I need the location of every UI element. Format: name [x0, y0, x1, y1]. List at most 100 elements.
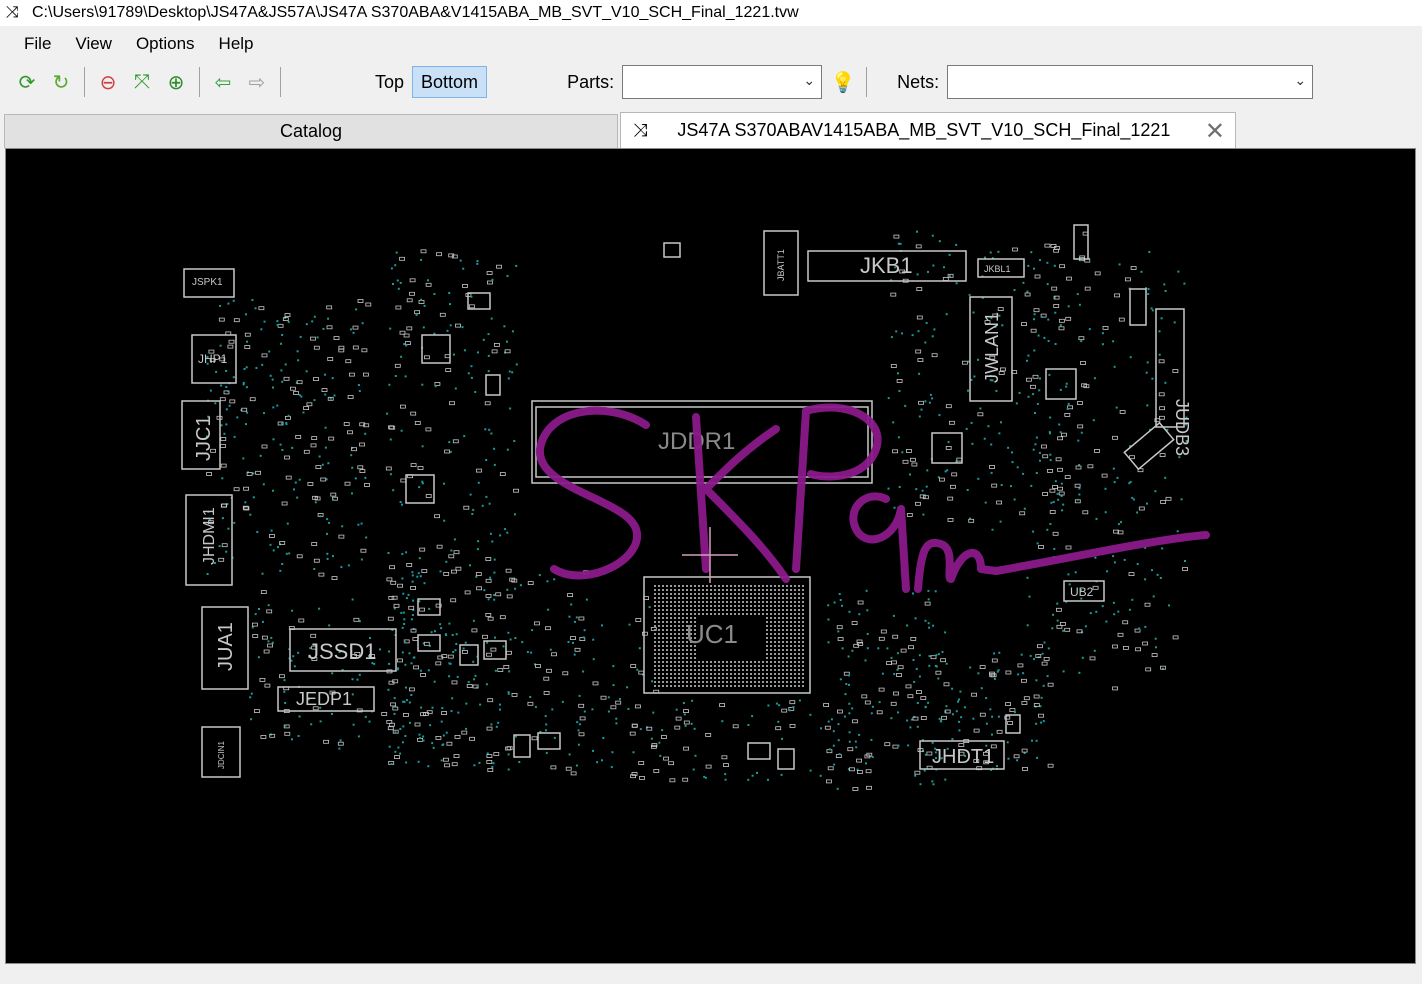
menu-file[interactable]: File: [24, 34, 52, 53]
pad: [1138, 627, 1141, 630]
pad: [416, 575, 419, 578]
pad: [421, 445, 424, 448]
comp-outline-small-i: [777, 748, 795, 770]
parts-combo[interactable]: ⌄: [622, 65, 823, 99]
comp-outline-UB2[interactable]: [1063, 580, 1105, 602]
bga-ball: [734, 613, 736, 615]
pad: [1032, 448, 1035, 451]
pad: [985, 697, 988, 700]
bga-ball: [702, 673, 704, 675]
bga-ball: [654, 669, 656, 671]
zoom-in-icon[interactable]: ⊕: [167, 71, 185, 94]
pad: [499, 472, 506, 477]
toolbar-separator: [280, 67, 281, 97]
comp-outline-JJC1[interactable]: [181, 400, 221, 470]
pad: [338, 747, 341, 750]
comp-outline-JEDP1[interactable]: [277, 686, 375, 712]
layer-bottom-button[interactable]: Bottom: [412, 66, 488, 98]
nets-combo[interactable]: ⌄: [947, 65, 1314, 99]
pad: [1041, 661, 1048, 666]
pad: [445, 634, 448, 636]
pad: [906, 448, 912, 453]
bga-ball: [678, 629, 680, 631]
pad: [1131, 496, 1134, 499]
pad: [839, 678, 842, 681]
pad: [486, 760, 493, 764]
pad: [839, 599, 842, 601]
lightbulb-icon[interactable]: 💡: [830, 71, 856, 94]
bga-ball: [726, 601, 728, 603]
menu-options[interactable]: Options: [135, 34, 195, 53]
layer-top-button[interactable]: Top: [375, 71, 405, 92]
pad: [324, 373, 326, 376]
pad: [574, 647, 581, 652]
tab-document[interactable]: ⤨ JS47A S370ABAV1415ABA_MB_SVT_V10_SCH_F…: [620, 112, 1236, 148]
pad: [391, 629, 394, 631]
bga-ball: [674, 621, 676, 623]
pad: [945, 662, 948, 665]
comp-outline-JUA1[interactable]: [201, 606, 249, 690]
comp-outline-JKB1[interactable]: [807, 250, 967, 282]
comp-outline-JDCIN1[interactable]: [201, 726, 241, 778]
pad: [450, 549, 453, 552]
tab-catalog[interactable]: Catalog: [4, 114, 618, 148]
pad: [916, 287, 923, 292]
pad: [507, 377, 510, 380]
bga-ball: [758, 601, 760, 603]
reload-green-icon[interactable]: ⟳: [18, 71, 36, 94]
bga-ball: [678, 585, 680, 587]
pad: [993, 652, 996, 655]
bga-ball: [666, 661, 668, 663]
pad: [463, 505, 470, 510]
menu-view[interactable]: View: [75, 34, 112, 53]
pad: [421, 383, 424, 386]
bga-ball: [702, 613, 704, 615]
pad: [357, 299, 364, 303]
close-icon[interactable]: ✕: [1204, 118, 1225, 145]
comp-outline-JKBL1[interactable]: [977, 258, 1025, 278]
pad: [1136, 563, 1139, 565]
comp-outline-UC1[interactable]: [643, 576, 811, 694]
comp-outline-JBATT1[interactable]: [763, 230, 799, 296]
pad: [403, 618, 406, 621]
pad: [411, 574, 414, 577]
pad: [1178, 456, 1181, 459]
pad: [261, 572, 264, 575]
bga-ball: [802, 677, 804, 679]
comp-outline-JUDB3[interactable]: [1155, 308, 1185, 428]
pad: [856, 768, 859, 771]
pad: [439, 570, 442, 573]
zoom-out-icon[interactable]: ⊖: [99, 71, 117, 94]
refresh-green-icon[interactable]: ↻: [52, 71, 70, 94]
pad: [847, 768, 850, 771]
back-arrow-icon[interactable]: ⇦: [214, 71, 232, 94]
comp-outline-JHDT1[interactable]: [919, 740, 1005, 770]
comp-outline-JHDMI1[interactable]: [185, 494, 233, 586]
menu-help[interactable]: Help: [218, 34, 254, 53]
comp-outline-JSPK1[interactable]: [183, 268, 235, 298]
fit-icon[interactable]: ⤧: [134, 70, 150, 93]
comp-outline-JWLAN1[interactable]: [969, 296, 1013, 402]
bga-ball: [782, 613, 784, 615]
pad: [434, 385, 437, 388]
pad: [703, 775, 706, 778]
pad: [491, 766, 494, 768]
bga-ball: [794, 681, 796, 683]
pad: [488, 428, 491, 431]
pad: [401, 577, 404, 580]
pad: [918, 372, 921, 375]
bga-ball: [782, 641, 784, 643]
pad: [915, 488, 918, 491]
pad: [1000, 367, 1006, 372]
comp-outline-JSSD1[interactable]: [289, 628, 397, 672]
bga-ball: [678, 625, 680, 627]
pad: [827, 766, 834, 771]
pad: [866, 609, 869, 612]
bga-ball: [694, 605, 696, 607]
pad: [893, 691, 899, 696]
bga-ball: [798, 633, 800, 635]
comp-outline-JHP1[interactable]: [191, 334, 237, 384]
forward-arrow-icon[interactable]: ⇨: [248, 71, 266, 94]
